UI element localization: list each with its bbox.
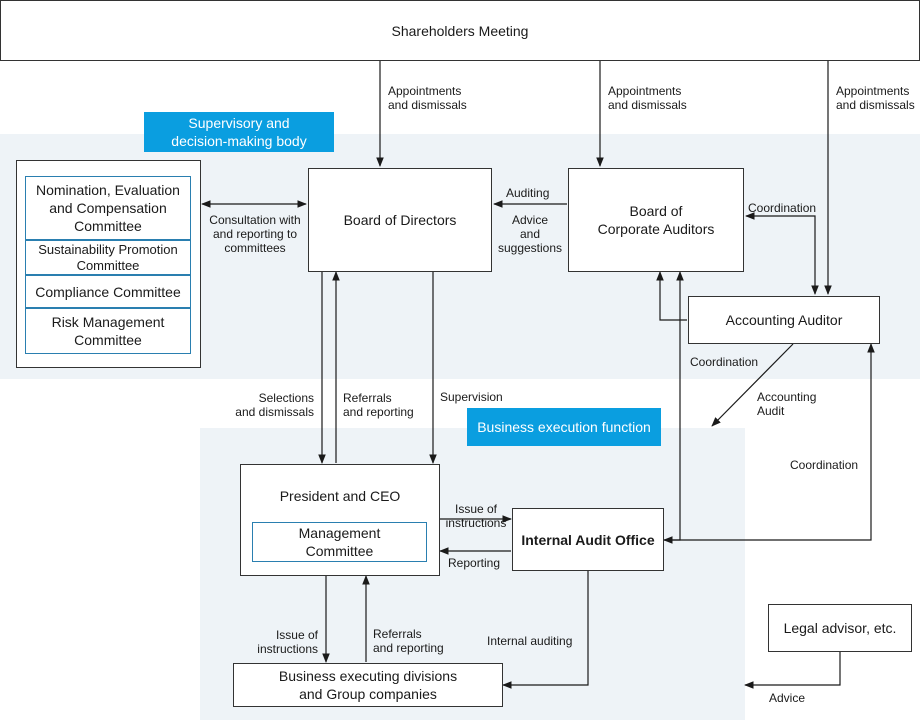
accounting-auditor-box: Accounting Auditor: [688, 296, 880, 344]
coordination-label-lower: Coordination: [790, 458, 859, 472]
internal-auditing-label: Internal auditing: [487, 634, 573, 648]
appointments-label-accounting: Appointments and dismissals: [836, 84, 915, 112]
business-divisions-label: Business executing divisions and Group c…: [278, 668, 458, 702]
supervisory-body-tag: Supervisory and decision-making body: [144, 112, 334, 152]
selections-label: Selections and dismissals: [235, 391, 314, 419]
appointments-label-auditors: Appointments and dismissals: [608, 84, 687, 112]
legal-advisor-box: Legal advisor, etc.: [768, 604, 912, 652]
advice-label: Advice: [769, 691, 806, 705]
risk-committee-box: Risk Management Committee: [25, 308, 191, 354]
legal-advisor-label: Legal advisor, etc.: [783, 620, 897, 636]
sustainability-committee-box: Sustainability Promotion Committee: [25, 240, 191, 275]
accounting-auditor-label: Accounting Auditor: [725, 312, 843, 328]
supervision-label: Supervision: [440, 390, 503, 404]
board-of-directors-label: Board of Directors: [343, 212, 457, 228]
board-of-auditors-label: Board of Corporate Auditors: [597, 203, 715, 237]
coordination-label-top: Coordination: [748, 201, 817, 215]
auditing-label: Auditing: [506, 186, 550, 200]
internal-audit-office-box: Internal Audit Office: [512, 508, 664, 571]
management-committee-box: Management Committee: [252, 522, 427, 562]
president-ceo-label: President and CEO: [279, 488, 401, 504]
advice-suggestions-label: Advice and suggestions: [497, 213, 563, 255]
accounting-audit-label: Accounting Audit: [757, 390, 817, 418]
shareholders-meeting-label: Shareholders Meeting: [391, 22, 529, 39]
board-of-directors-box: Board of Directors: [308, 168, 492, 272]
coordination-label-middle: Coordination: [690, 355, 759, 369]
shareholders-meeting-box: Shareholders Meeting: [0, 0, 920, 61]
internal-audit-office-label: Internal Audit Office: [521, 531, 655, 548]
issue-instructions-label-right: Issue of instructions: [445, 502, 507, 530]
business-execution-tag: Business execution function: [467, 408, 661, 446]
nomination-committee-box: Nomination, Evaluation and Compensation …: [25, 176, 191, 240]
reporting-label: Reporting: [448, 556, 501, 570]
compliance-committee-box: Compliance Committee: [25, 275, 191, 308]
board-of-auditors-box: Board of Corporate Auditors: [568, 168, 744, 272]
issue-instructions-label-down: Issue of instructions: [257, 628, 318, 656]
referrals-label-upper: Referrals and reporting: [343, 391, 414, 419]
consultation-label: Consultation with and reporting to commi…: [209, 213, 301, 255]
business-divisions-box: Business executing divisions and Group c…: [233, 663, 503, 707]
appointments-label-directors: Appointments and dismissals: [388, 84, 467, 112]
referrals-label-lower: Referrals and reporting: [373, 627, 444, 655]
